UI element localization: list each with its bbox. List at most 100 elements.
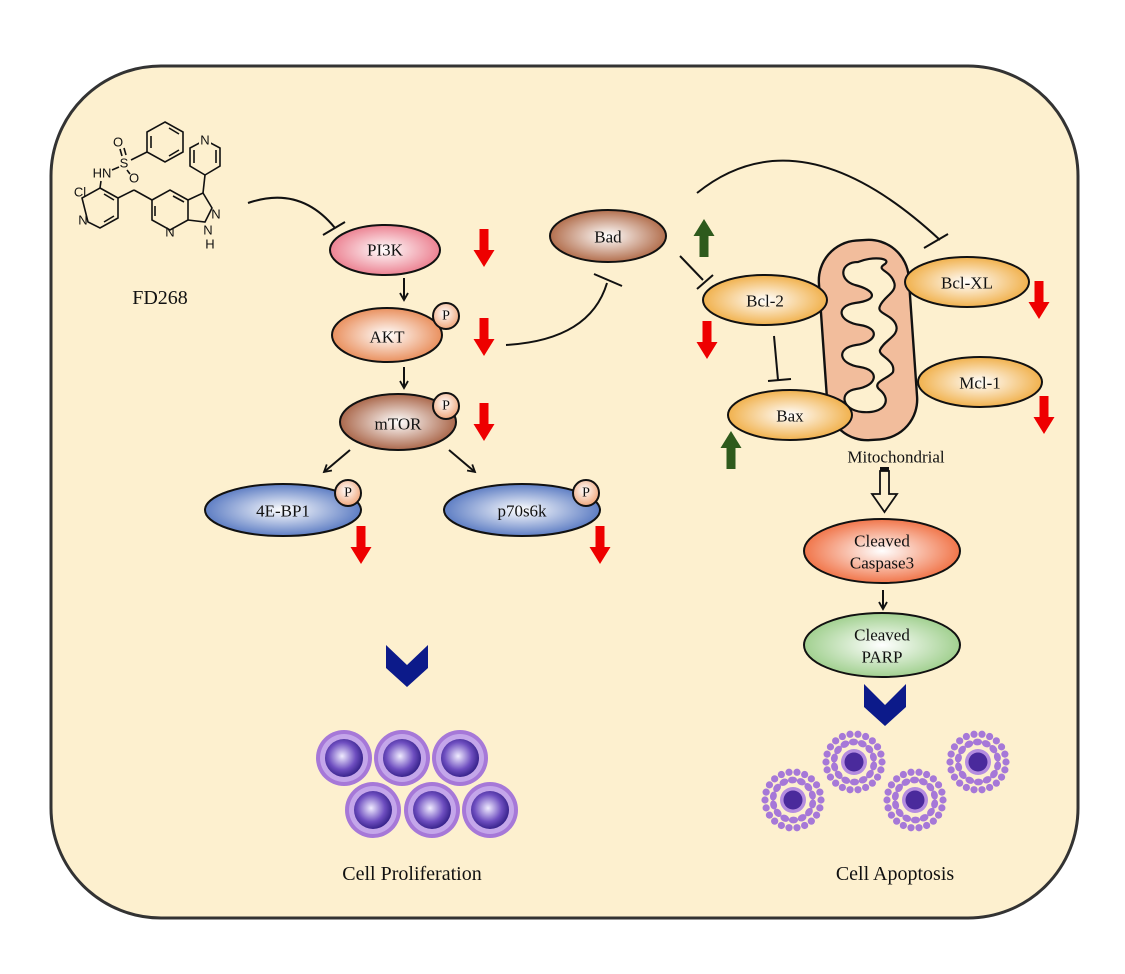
node-mcl1-label: Mcl-1 <box>959 374 1001 393</box>
node-pi3k-label: PI3K <box>367 241 404 260</box>
down-regulation-arrow-icon <box>696 321 718 359</box>
phospho-badge <box>432 392 460 420</box>
node-akt-label: AKT <box>370 328 406 347</box>
arrow-mtor-4ebp1 <box>322 449 351 474</box>
node-caspase3-line2: Caspase3 <box>850 554 914 573</box>
nucleus <box>844 752 864 772</box>
outcome-cell-apoptosis: Cell Apoptosis <box>836 863 955 885</box>
inhibit-bcl2-bax <box>773 335 779 381</box>
nucleus <box>471 791 509 829</box>
apoptotic-cell <box>883 768 947 832</box>
up-regulation-arrow-icon <box>720 431 742 469</box>
nucleus <box>354 791 392 829</box>
atom-cl: Cl <box>74 185 86 200</box>
regulation-arrows <box>350 219 1055 564</box>
up-regulation-arrow-icon <box>693 219 715 257</box>
node-p70s6k[interactable]: p70s6k P <box>443 479 601 537</box>
down-regulation-arrow-icon <box>473 229 495 267</box>
down-regulation-arrow-icon <box>473 403 495 441</box>
node-mtor[interactable]: mTOR P <box>339 392 460 451</box>
arrow-mtor-p70s6k <box>448 449 477 474</box>
down-regulation-arrow-icon <box>1033 396 1055 434</box>
phospho-label: P <box>344 486 352 501</box>
phospho-badge <box>572 479 600 507</box>
nucleus <box>441 739 479 777</box>
atom-s: S <box>120 156 129 171</box>
down-regulation-arrow-icon <box>589 526 611 564</box>
atom-o1: O <box>113 135 123 150</box>
atom-n-pyridyl: N <box>200 133 209 148</box>
atom-h: H <box>205 237 214 252</box>
node-cleaved-caspase3[interactable]: Cleaved Caspase3 <box>803 518 961 584</box>
mitochondrial-label: Mitochondrial <box>847 448 945 467</box>
mitochondrion <box>817 238 919 442</box>
node-cleaved-parp[interactable]: Cleaved PARP <box>803 612 961 678</box>
proliferating-cell <box>345 782 401 838</box>
atom-n-pyridine: N <box>78 213 87 228</box>
inhibit-fd268-pi3k <box>247 196 336 229</box>
node-akt[interactable]: AKT P <box>331 302 460 363</box>
proliferating-cell <box>404 782 460 838</box>
inhibit-bar <box>593 273 623 287</box>
node-mcl1[interactable]: Mcl-1 <box>917 356 1043 408</box>
node-bad-label: Bad <box>594 228 622 247</box>
inhibit-bar <box>923 233 949 249</box>
chevron-down-icon <box>864 684 906 726</box>
inhibit-akt-bad <box>505 282 608 346</box>
down-regulation-arrow-icon <box>473 318 495 356</box>
nucleus <box>325 739 363 777</box>
release-arrow-icon <box>870 467 899 514</box>
inhibit-bar <box>696 274 714 290</box>
atom-n-pz1: N <box>211 207 220 222</box>
fd268-structure: S O O HN Cl N N N N H N FD <box>74 121 221 309</box>
inhibit-bar <box>767 378 792 382</box>
phospho-badge <box>432 302 460 330</box>
chevron-down-icon <box>386 645 428 687</box>
down-regulation-arrow-icon <box>350 526 372 564</box>
apoptotic-cell <box>761 768 825 832</box>
node-bad[interactable]: Bad <box>549 209 667 263</box>
nucleus <box>905 790 925 810</box>
proliferating-cells <box>316 730 518 838</box>
atom-o2: O <box>129 171 139 186</box>
node-p70s6k-label: p70s6k <box>497 502 547 521</box>
phospho-label: P <box>442 399 450 414</box>
node-bcl2[interactable]: Bcl-2 <box>702 274 828 326</box>
atom-n-pz2: N <box>203 223 212 238</box>
outcome-cell-proliferation: Cell Proliferation <box>342 863 481 885</box>
nucleus <box>413 791 451 829</box>
node-parp-line2: PARP <box>862 648 903 667</box>
node-mtor-label: mTOR <box>375 415 423 434</box>
proliferating-cell <box>316 730 372 786</box>
apoptotic-cells <box>761 730 1010 832</box>
inhibit-bad-bcl2 <box>679 255 704 281</box>
node-bcl2-label: Bcl-2 <box>746 292 784 311</box>
node-bax[interactable]: Bax <box>727 389 853 441</box>
node-parp-line1: Cleaved <box>854 626 910 645</box>
proliferating-cell <box>462 782 518 838</box>
compound-name: FD268 <box>132 287 188 309</box>
node-pi3k[interactable]: PI3K <box>329 224 441 276</box>
phospho-badge <box>334 479 362 507</box>
proliferating-cell <box>432 730 488 786</box>
inhibit-bar <box>322 221 346 236</box>
atom-n-ring: N <box>165 225 174 240</box>
node-4ebp1-label: 4E-BP1 <box>256 502 310 521</box>
node-bclxl[interactable]: Bcl-XL <box>904 256 1030 308</box>
down-regulation-arrow-icon <box>1028 281 1050 319</box>
phospho-label: P <box>582 486 590 501</box>
node-4ebp1[interactable]: 4E-BP1 P <box>204 479 362 537</box>
proliferating-cell <box>374 730 430 786</box>
node-caspase3-line1: Cleaved <box>854 532 910 551</box>
nucleus <box>783 790 803 810</box>
inhibit-bad-bclxl <box>696 159 941 241</box>
nucleus <box>968 752 988 772</box>
apoptotic-cell <box>822 730 886 794</box>
phospho-label: P <box>442 309 450 324</box>
atom-hn: HN <box>93 166 112 181</box>
apoptotic-cell <box>946 730 1010 794</box>
nucleus <box>383 739 421 777</box>
node-bclxl-label: Bcl-XL <box>941 274 993 293</box>
node-bax-label: Bax <box>776 407 804 426</box>
